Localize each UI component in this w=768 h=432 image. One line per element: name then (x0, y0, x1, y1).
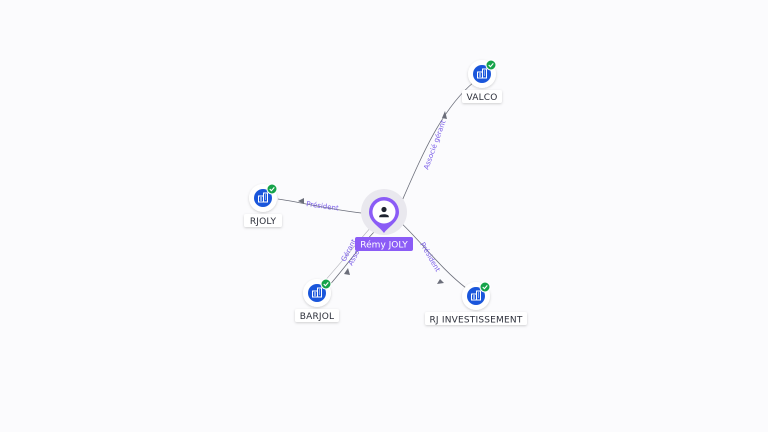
company-node-valco[interactable]: VALCO (462, 59, 502, 103)
center-person-node[interactable]: Rémy JOLY (355, 189, 413, 251)
company-label-rj-investissement: RJ INVESTISSEMENT (429, 316, 522, 326)
company-label-barjol: BARJOL (300, 312, 335, 322)
edge-label-rjoly: Président (306, 200, 340, 213)
company-node-rj-investissement[interactable]: RJ INVESTISSEMENT (425, 281, 527, 326)
arrow-rjinv (437, 279, 444, 284)
edge-label-rj-investissement: Président (418, 241, 441, 273)
edge-barjol-2 (321, 225, 373, 285)
company-node-rjoly[interactable]: RJOLY (244, 183, 282, 227)
company-node-barjol[interactable]: BARJOL (295, 278, 339, 322)
center-name-badge (355, 237, 413, 251)
arrow-valco (442, 111, 447, 119)
verified-check-icon (479, 281, 491, 293)
edge-rjoly (277, 198, 371, 215)
edge-barjol (326, 229, 377, 289)
verified-check-icon (266, 183, 278, 195)
person-icon (379, 206, 389, 218)
edge-rj-investissement (397, 219, 467, 289)
verified-check-icon (485, 59, 497, 71)
verified-check-icon (320, 278, 332, 290)
arrow-barjol (344, 268, 350, 275)
company-label-rjoly: RJOLY (250, 217, 277, 227)
edges (277, 81, 475, 289)
edge-label-valco: Associé gérant (422, 119, 447, 171)
center-name: Rémy JOLY (360, 240, 408, 251)
company-label-valco: VALCO (466, 93, 497, 103)
arrow-rjoly (298, 198, 304, 204)
